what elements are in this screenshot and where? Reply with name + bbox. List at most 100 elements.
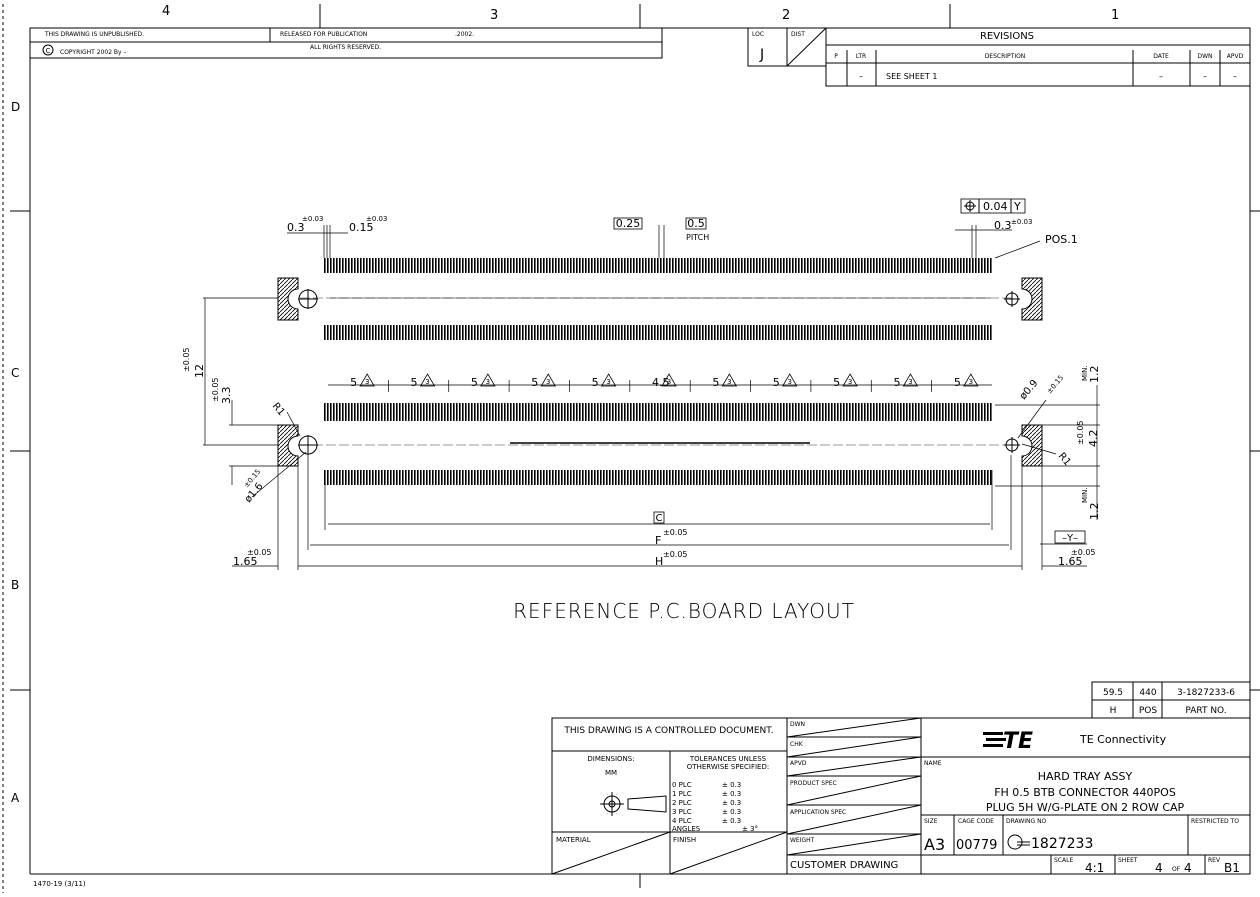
footprint-pad <box>735 325 737 340</box>
footprint-pad <box>846 470 848 485</box>
footprint-pad <box>522 258 524 273</box>
footprint-pad <box>504 470 506 485</box>
footprint-pad <box>489 470 491 485</box>
footprint-pad <box>501 325 503 340</box>
footprint-pad <box>858 470 860 485</box>
footprint-pad <box>987 470 989 485</box>
footprint-pad <box>588 325 590 340</box>
footprint-pad <box>789 470 791 485</box>
footprint-pad <box>420 403 422 421</box>
footprint-pad <box>648 403 650 421</box>
footprint-pad <box>552 258 554 273</box>
footprint-pad <box>579 470 581 485</box>
footprint-pad <box>516 258 518 273</box>
footprint-pad <box>396 325 398 340</box>
footprint-pad <box>987 258 989 273</box>
footprint-pad <box>939 325 941 340</box>
footprint-pad <box>531 470 533 485</box>
pitch-label: PITCH <box>686 233 709 242</box>
footprint-pad <box>486 470 488 485</box>
footprint-pad <box>564 470 566 485</box>
footprint-pad <box>717 258 719 273</box>
footprint-pad <box>978 325 980 340</box>
footprint-pad <box>690 258 692 273</box>
footprint-pad <box>717 403 719 421</box>
footprint-pad <box>981 470 983 485</box>
footprint-pad <box>369 470 371 485</box>
footprint-pad <box>813 258 815 273</box>
footprint-pad <box>957 403 959 421</box>
footprint-pad <box>339 258 341 273</box>
footprint-pad <box>762 325 764 340</box>
footprint-pad <box>612 470 614 485</box>
footprint-pad <box>678 325 680 340</box>
footprint-pad <box>606 470 608 485</box>
footprint-pad <box>693 325 695 340</box>
footprint-pad <box>528 403 530 421</box>
footprint-pad <box>624 258 626 273</box>
footprint-pad <box>327 403 329 421</box>
footprint-pad <box>576 325 578 340</box>
rev-row-apvd: – <box>1233 72 1237 81</box>
footprint-pad <box>576 470 578 485</box>
footprint-pad <box>408 403 410 421</box>
footprint-pad <box>930 325 932 340</box>
lower-left-hatched-pad <box>277 424 299 467</box>
footprint-pad <box>726 403 728 421</box>
footprint-pad <box>483 325 485 340</box>
footprint-pad <box>339 470 341 485</box>
footprint-pad <box>792 258 794 273</box>
footprint-pad <box>534 403 536 421</box>
footprint-pad <box>582 470 584 485</box>
footprint-pad <box>432 470 434 485</box>
footprint-pad <box>894 403 896 421</box>
footprint-pad <box>426 325 428 340</box>
footprint-pad <box>714 258 716 273</box>
footprint-pad <box>633 325 635 340</box>
footprint-pad <box>747 258 749 273</box>
footprint-pad <box>936 403 938 421</box>
footprint-pad <box>930 470 932 485</box>
footprint-pad <box>357 325 359 340</box>
release-year: .2002. <box>455 31 474 38</box>
footprint-pad <box>687 403 689 421</box>
footprint-pad <box>339 325 341 340</box>
footprint-pad <box>888 470 890 485</box>
footprint-pad <box>705 403 707 421</box>
footprint-pad <box>555 325 557 340</box>
footprint-pad <box>807 258 809 273</box>
footprint-pad <box>519 325 521 340</box>
footprint-pad <box>405 325 407 340</box>
footprint-pad <box>492 258 494 273</box>
footprint-pad <box>447 258 449 273</box>
flag-note-triangle <box>782 373 798 387</box>
footprint-pad <box>519 258 521 273</box>
footprint-pad <box>612 325 614 340</box>
footprint-pad <box>912 258 914 273</box>
flag-note-number: 3 <box>606 378 610 386</box>
footprint-pad <box>678 258 680 273</box>
tolerance-place-label: 2 PLC <box>672 799 692 807</box>
footprint-pad <box>846 403 848 421</box>
footprint-pad <box>834 325 836 340</box>
footprint-pad <box>465 258 467 273</box>
footprint-pad <box>702 325 704 340</box>
flag-note-number: 3 <box>365 378 369 386</box>
footprint-pad <box>369 258 371 273</box>
footprint-pad <box>432 403 434 421</box>
footprint-pad <box>648 258 650 273</box>
footprint-pad <box>531 258 533 273</box>
footprint-pad <box>804 325 806 340</box>
footprint-pad <box>681 403 683 421</box>
rev-row-description: SEE SHEET 1 <box>886 72 937 81</box>
rev-row-ltr: – <box>859 72 863 81</box>
footprint-pad <box>939 470 941 485</box>
footprint-pad <box>810 325 812 340</box>
footprint-pad <box>840 403 842 421</box>
footprint-pad <box>375 258 377 273</box>
footprint-pad <box>765 403 767 421</box>
footprint-pad <box>957 470 959 485</box>
footprint-pad <box>600 258 602 273</box>
footprint-pad <box>567 403 569 421</box>
footprint-pad <box>558 325 560 340</box>
